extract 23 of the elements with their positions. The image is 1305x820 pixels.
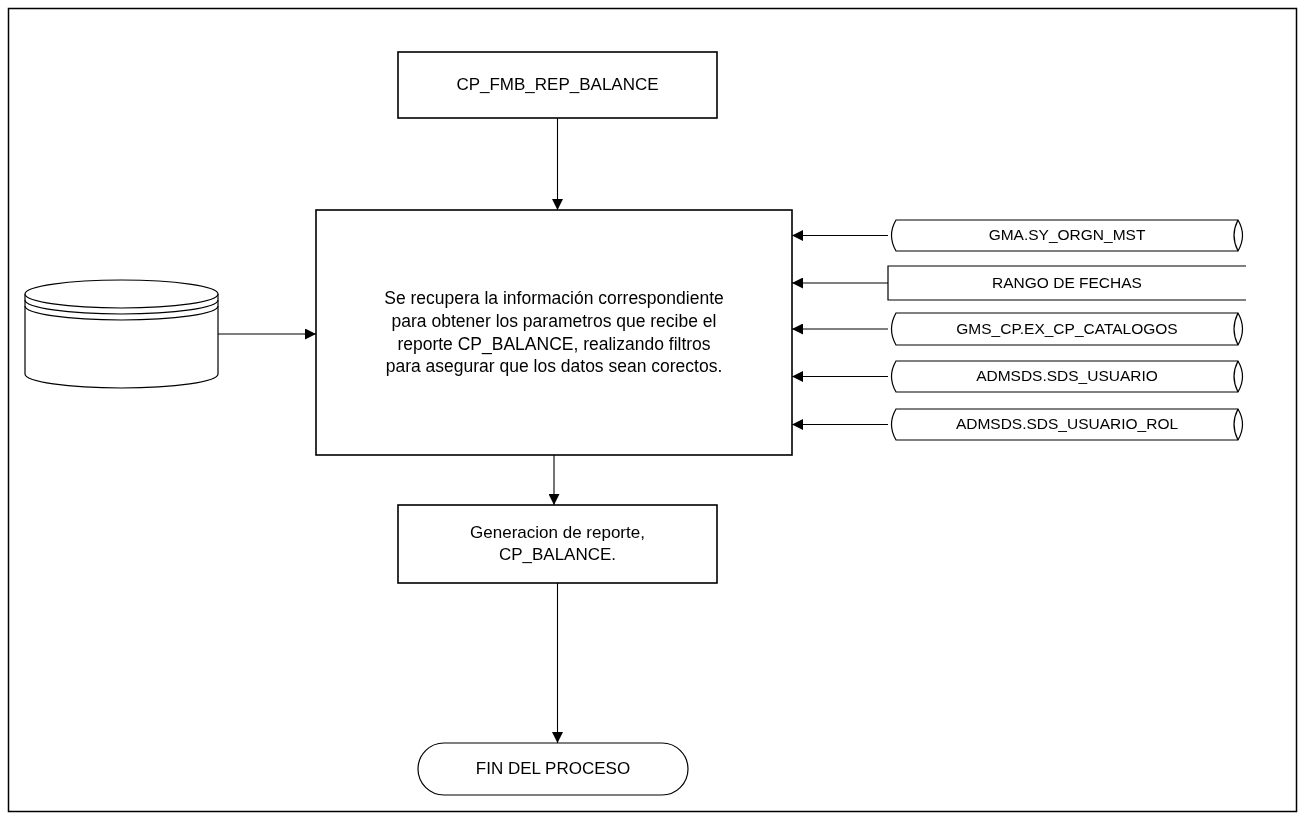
node-text: GMA.SY_ORGN_MST xyxy=(988,225,1146,246)
arrow xyxy=(548,454,560,506)
data-store xyxy=(888,266,1246,300)
node-text: GMS_CP.EX_CP_CATALOGOS xyxy=(956,318,1178,339)
node-text: RANGO DE FECHAS xyxy=(992,272,1142,293)
arrow xyxy=(552,582,563,744)
process-box xyxy=(398,52,717,118)
data-store xyxy=(888,409,1246,440)
data-store xyxy=(888,361,1246,392)
node-text: Generacion de reporte, CP_BALANCE. xyxy=(469,521,646,566)
process-box xyxy=(398,505,717,583)
data-store xyxy=(888,313,1246,345)
terminator xyxy=(418,743,688,795)
node-text: ADMSDS.SDS_USUARIO xyxy=(976,366,1158,387)
arrow xyxy=(217,328,317,340)
process-box xyxy=(316,210,792,455)
node-text: Se recupera la información correspondiente para obtener los parametros que recibe el reporte CP_BALANCE, realizando filtros para asegurar que los datos sean corectos. xyxy=(383,287,725,378)
arrow xyxy=(552,117,563,211)
node-text: ADMSDS.SDS_USUARIO_ROL xyxy=(955,414,1179,435)
node-text: FIN DEL PROCESO xyxy=(475,757,631,780)
node-text: CP_FMB_REP_BALANCE xyxy=(456,73,659,96)
data-store xyxy=(888,220,1246,251)
database-cylinder xyxy=(25,280,218,388)
